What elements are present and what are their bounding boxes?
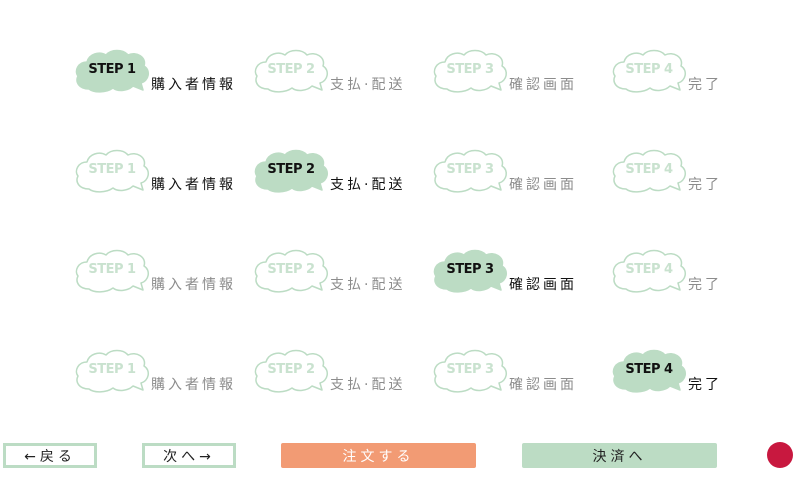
step-3: STEP 3 確認画面 xyxy=(431,249,606,309)
step-3-label: 確認画面 xyxy=(509,77,577,93)
step-1: STEP 1 購入者情報 xyxy=(73,349,248,409)
step-2-label: 支払·配送 xyxy=(330,77,406,93)
step-1: STEP 1 購入者情報 xyxy=(73,249,248,309)
step-2-label: 支払·配送 xyxy=(330,177,406,193)
cloud-bubble-icon xyxy=(254,249,328,293)
step-4-title: STEP 4 xyxy=(625,362,673,377)
step-1-title: STEP 1 xyxy=(88,362,136,377)
cloud-bubble-icon xyxy=(254,49,328,93)
step-3-label: 確認画面 xyxy=(509,377,577,393)
cloud-bubble-icon xyxy=(75,349,149,393)
order-button[interactable]: 注文する xyxy=(281,443,476,468)
cloud-bubble-icon xyxy=(254,149,328,193)
step-1-label: 購入者情報 xyxy=(151,277,236,293)
step-3-title: STEP 3 xyxy=(446,62,494,77)
step-4-label: 完了 xyxy=(688,177,722,193)
cloud-bubble-icon xyxy=(612,149,686,193)
step-4: STEP 4 完了 xyxy=(610,49,785,109)
red-circle-icon xyxy=(767,442,793,468)
step-progress-row-3: STEP 1 購入者情報 STEP 2 支払·配送 STEP 3 確認画面 ST… xyxy=(0,249,800,309)
step-3-label: 確認画面 xyxy=(509,177,577,193)
payment-button-label: 決済へ xyxy=(592,448,647,465)
step-3: STEP 3 確認画面 xyxy=(431,49,606,109)
step-progress-row-4: STEP 1 購入者情報 STEP 2 支払·配送 STEP 3 確認画面 ST… xyxy=(0,349,800,409)
cloud-bubble-icon xyxy=(433,49,507,93)
cloud-bubble-icon xyxy=(433,349,507,393)
cloud-bubble-icon xyxy=(75,249,149,293)
cloud-bubble-icon xyxy=(433,249,507,293)
next-button-label: 次へ→ xyxy=(163,448,215,465)
step-1: STEP 1 購入者情報 xyxy=(73,149,248,209)
step-2-title: STEP 2 xyxy=(267,262,315,277)
step-4-label: 完了 xyxy=(688,77,722,93)
step-3-label: 確認画面 xyxy=(509,277,577,293)
step-1: STEP 1 購入者情報 xyxy=(73,49,248,109)
step-4-label: 完了 xyxy=(688,277,722,293)
cloud-bubble-icon xyxy=(612,349,686,393)
cloud-bubble-icon xyxy=(612,49,686,93)
cloud-bubble-icon xyxy=(612,249,686,293)
step-4-title: STEP 4 xyxy=(625,262,673,277)
back-button[interactable]: ←戻る xyxy=(3,443,97,468)
step-4: STEP 4 完了 xyxy=(610,349,785,409)
step-2: STEP 2 支払·配送 xyxy=(252,349,427,409)
cloud-bubble-icon xyxy=(75,49,149,93)
cloud-bubble-icon xyxy=(433,149,507,193)
step-2-label: 支払·配送 xyxy=(330,377,406,393)
step-1-title: STEP 1 xyxy=(88,162,136,177)
step-3: STEP 3 確認画面 xyxy=(431,149,606,209)
step-4: STEP 4 完了 xyxy=(610,149,785,209)
order-button-label: 注文する xyxy=(342,448,415,465)
step-progress-row-1: STEP 1 購入者情報 STEP 2 支払·配送 STEP 3 確認画面 ST… xyxy=(0,49,800,109)
step-4: STEP 4 完了 xyxy=(610,249,785,309)
cloud-bubble-icon xyxy=(75,149,149,193)
next-button[interactable]: 次へ→ xyxy=(142,443,236,468)
step-2-title: STEP 2 xyxy=(267,362,315,377)
step-1-label: 購入者情報 xyxy=(151,177,236,193)
step-2-label: 支払·配送 xyxy=(330,277,406,293)
step-2-title: STEP 2 xyxy=(267,162,315,177)
step-4-title: STEP 4 xyxy=(625,162,673,177)
step-3-title: STEP 3 xyxy=(446,162,494,177)
step-3-title: STEP 3 xyxy=(446,262,494,277)
step-3: STEP 3 確認画面 xyxy=(431,349,606,409)
cloud-bubble-icon xyxy=(254,349,328,393)
step-4-title: STEP 4 xyxy=(625,62,673,77)
step-1-label: 購入者情報 xyxy=(151,377,236,393)
step-2: STEP 2 支払·配送 xyxy=(252,149,427,209)
step-4-label: 完了 xyxy=(688,377,722,393)
step-progress-row-2: STEP 1 購入者情報 STEP 2 支払·配送 STEP 3 確認画面 ST… xyxy=(0,149,800,209)
step-2: STEP 2 支払·配送 xyxy=(252,249,427,309)
step-1-title: STEP 1 xyxy=(88,262,136,277)
step-1-title: STEP 1 xyxy=(88,62,136,77)
step-2: STEP 2 支払·配送 xyxy=(252,49,427,109)
step-3-title: STEP 3 xyxy=(446,362,494,377)
back-button-label: ←戻る xyxy=(24,448,76,465)
step-2-title: STEP 2 xyxy=(267,62,315,77)
step-1-label: 購入者情報 xyxy=(151,77,236,93)
proceed-to-payment-button[interactable]: 決済へ xyxy=(522,443,717,468)
